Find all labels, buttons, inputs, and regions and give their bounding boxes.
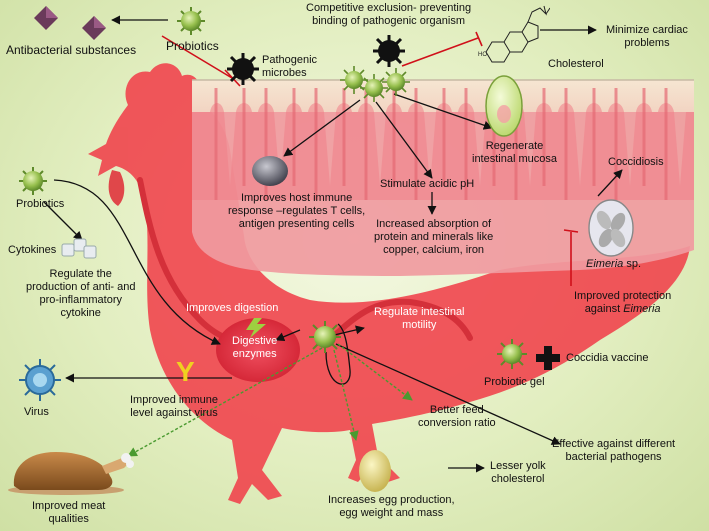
green-arrows: [127, 343, 413, 457]
lesser-yolk-label: Lesser yolk cholesterol: [490, 460, 546, 485]
increased-absorption-label: Increased absorption of protein and mine…: [374, 218, 494, 256]
coccidiosis-label: Coccidiosis: [608, 156, 664, 168]
virus-label: Virus: [24, 406, 49, 418]
improved-protection-eimeria: Eimeria: [623, 303, 661, 315]
antibacterial-crystal-icon: [34, 6, 106, 40]
plus-icon: [536, 346, 560, 370]
probiotics-left-label: Probiotics: [16, 198, 65, 210]
cholesterol-structure-icon: HO: [478, 5, 550, 63]
regulate-cytokine-label: Regulate the production of anti- and pro…: [26, 268, 136, 319]
antibacterial-substances-label: Antibacterial substances: [6, 43, 137, 57]
stimulate-ph-label: Stimulate acidic pH: [380, 178, 475, 190]
probiotic-bacterium-icon: [497, 339, 527, 369]
epithelial-cell-icon: [485, 75, 523, 137]
virus-icon: [19, 359, 61, 401]
pathogenic-microbe-icon: [373, 35, 405, 67]
effective-pathogens-label: Effective against different bacterial pa…: [552, 438, 676, 463]
competitive-exclusion-label: Competitive exclusion- preventing bindin…: [306, 2, 472, 27]
increases-egg-label: Increases egg production, egg weight and…: [328, 494, 455, 519]
antibody-icon: Y: [176, 356, 195, 387]
improved-meat-label: Improved meat qualities: [32, 500, 106, 525]
probiotics-top-label: Probiotics: [166, 39, 219, 53]
lymphocyte-icon: [252, 156, 288, 186]
improved-protection-line2: against: [584, 303, 624, 315]
improves-immune-label: Improves host immune response –regulates…: [228, 192, 366, 230]
probiotic-gel-label: Probiotic gel: [484, 376, 545, 388]
digestive-enzymes-label: Digestive enzymes: [232, 335, 278, 360]
probiotic-bacterium-icon: [19, 167, 47, 195]
improved-immune-virus-label: Improved immune level against virus: [130, 394, 219, 419]
minimize-cardiac-label: Minimize cardiac problems: [606, 24, 688, 49]
roast-chicken-icon: [8, 452, 134, 495]
better-feed-label: Better feed conversion ratio: [418, 404, 496, 429]
ho-label: HO: [478, 52, 487, 58]
cytokines-label: Cytokines: [8, 244, 57, 256]
arrows: [43, 15, 623, 473]
regulate-motility-label: Regulate intestinal motility: [374, 306, 465, 331]
eimeria-sp-italic: Eimeria: [586, 258, 624, 270]
cholesterol-label: Cholesterol: [548, 58, 604, 70]
regenerate-mucosa-label: Regenerate intestinal mucosa: [472, 140, 557, 165]
coccidia-vaccine-label: Coccidia vaccine: [566, 352, 649, 364]
egg-icon: [359, 450, 391, 492]
pathogenic-microbe-icon: [227, 53, 259, 85]
probiotic-bacterium-icon: [177, 7, 205, 35]
probiotic-cluster-icon: [340, 66, 410, 102]
improved-protection-line1: Improved protection: [574, 290, 672, 302]
improves-digestion-label: Improves digestion: [186, 302, 279, 314]
eimeria-sp-suffix: sp.: [623, 258, 642, 270]
pathogenic-microbes-label: Pathogenic microbes: [262, 54, 318, 79]
eimeria-sp-label: Eimeria sp.: [586, 258, 641, 271]
eimeria-oocyst-icon: [588, 199, 634, 257]
cytokine-icon: [61, 238, 97, 259]
probiotic-bacterium-icon: [309, 321, 341, 353]
enzyme-bolt-icon: [246, 318, 266, 338]
